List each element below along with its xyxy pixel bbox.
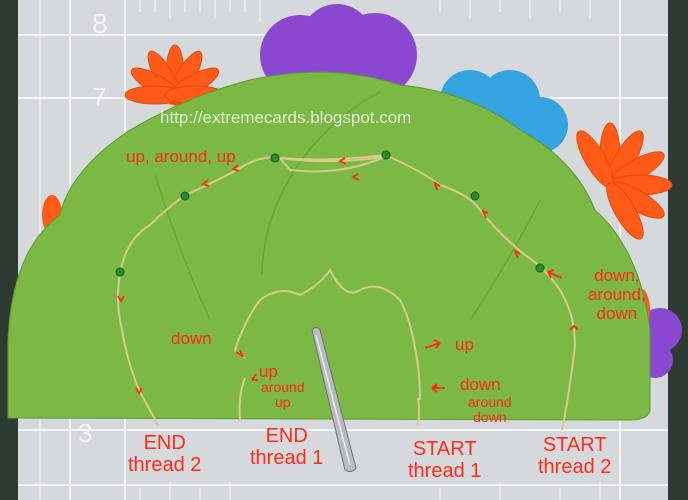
label-line: END bbox=[265, 425, 308, 447]
orange-daisy-right bbox=[576, 122, 673, 240]
label-start-thread-2: START thread 2 bbox=[538, 434, 611, 478]
ruler-number-bottom: 3 bbox=[78, 418, 93, 448]
purple-flower bbox=[260, 4, 417, 97]
watermark-url: http://extremecards.blogspot.com bbox=[160, 108, 412, 127]
annotation-line: down bbox=[473, 409, 507, 425]
annotation-around-up-left: around up bbox=[261, 380, 305, 410]
annotation-line: around, bbox=[588, 285, 646, 304]
label-end-thread-1: END thread 1 bbox=[250, 425, 323, 469]
annotation-line: down, bbox=[594, 266, 640, 285]
ruler-number-left: 7 bbox=[92, 82, 107, 112]
tweezers bbox=[311, 327, 357, 473]
label-line: thread 1 bbox=[408, 460, 482, 482]
annotation-line: up bbox=[275, 394, 291, 410]
direction-arrows bbox=[117, 157, 579, 395]
stitch-beads bbox=[115, 150, 545, 277]
annotation-around-down-right: around down bbox=[468, 395, 512, 425]
annotation-down-right: down bbox=[460, 375, 501, 394]
annotation-up-right: up bbox=[455, 335, 474, 354]
annotation-line: around bbox=[261, 379, 305, 395]
annotation-up-around-up: up, around, up bbox=[126, 147, 236, 166]
label-line: thread 2 bbox=[128, 454, 202, 476]
label-line: START bbox=[412, 438, 477, 460]
annotation-line: down bbox=[596, 304, 638, 323]
ruler-number-top: 8 bbox=[92, 8, 108, 39]
label-line: thread 2 bbox=[538, 456, 612, 478]
label-line: START bbox=[542, 434, 607, 456]
annotation-line: around bbox=[468, 394, 512, 410]
mat-ticks bbox=[139, 0, 601, 500]
annotation-down-left: down bbox=[171, 329, 212, 348]
green-card bbox=[7, 71, 651, 421]
label-line: END bbox=[143, 432, 186, 454]
label-end-thread-2: END thread 2 bbox=[128, 432, 201, 476]
label-start-thread-1: START thread 1 bbox=[408, 438, 481, 482]
label-line: thread 1 bbox=[250, 447, 324, 469]
orange-daisy-left bbox=[124, 44, 226, 106]
annotation-down-around-down-right: down, around, down bbox=[588, 266, 646, 323]
annotation-up-left: up bbox=[259, 362, 278, 381]
